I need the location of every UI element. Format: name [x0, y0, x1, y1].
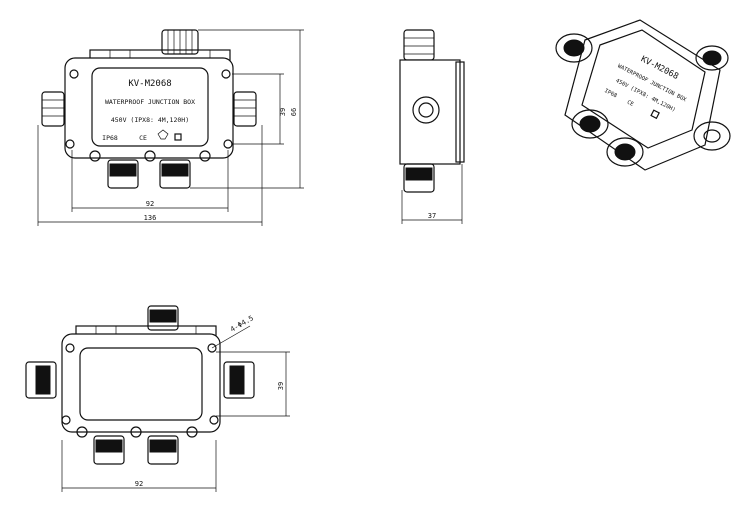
- product-line2: 450V (IPX8: 4M,120H): [111, 116, 189, 124]
- bv-top-gland: [147, 305, 179, 331]
- ip-rating: IP68: [102, 134, 118, 142]
- dim-width-mounting: 92: [146, 200, 154, 208]
- side-view: 37: [399, 29, 465, 224]
- iso-ip-rating: IP68: [603, 88, 618, 99]
- junction-box-body: [64, 57, 234, 159]
- product-line1: WATERPROOF JUNCTION BOX: [105, 98, 195, 106]
- dim-depth: 37: [428, 212, 436, 220]
- dim-height-inner: 39: [279, 108, 287, 116]
- dim-bv-height: 39: [277, 382, 285, 390]
- iso-gland-top-left: [555, 33, 593, 63]
- iso-ce-mark: CE: [626, 100, 635, 108]
- dim-bv-width: 92: [135, 480, 143, 488]
- model-label: KV-M2068: [128, 79, 171, 89]
- dim-width-total: 136: [144, 214, 157, 222]
- bottom-gland-right: [159, 159, 191, 189]
- certification-icon: [174, 133, 182, 141]
- side-bottom-gland: [403, 163, 435, 193]
- dim-height-total: 66: [290, 108, 298, 116]
- iso-gland-right: [693, 121, 731, 151]
- bv-lid: [79, 347, 203, 421]
- iso-certification-icon: [650, 109, 660, 120]
- bv-left-gland: [25, 361, 57, 399]
- bv-bottom-gland-left: [93, 435, 125, 465]
- iso-gland-top-right: [695, 45, 729, 71]
- iso-gland-bottom-left: [571, 109, 609, 139]
- bv-right-gland: [223, 361, 255, 399]
- bottom-gland-left: [107, 159, 139, 189]
- left-gland: [41, 91, 65, 127]
- side-top-gland: [403, 29, 435, 61]
- side-gland-face: [412, 96, 440, 124]
- bv-bottom-gland-right: [147, 435, 179, 465]
- isometric-view: KV-M2068 WATERPROOF JUNCTION BOX 450V (I…: [555, 19, 731, 171]
- iso-gland-bottom-right: [606, 137, 644, 167]
- front-view: KV-M2068 WATERPROOF JUNCTION BOX 450V (I…: [37, 29, 304, 226]
- side-dimensions: 37: [401, 164, 463, 224]
- bottom-view: 4-Φ4.5 39 92: [25, 305, 290, 492]
- front-dimensions: 92 136 39 66: [37, 29, 304, 226]
- side-body: [399, 59, 461, 165]
- right-gland: [233, 91, 257, 127]
- recycle-icon: [157, 129, 169, 140]
- ce-mark: CE: [139, 134, 147, 142]
